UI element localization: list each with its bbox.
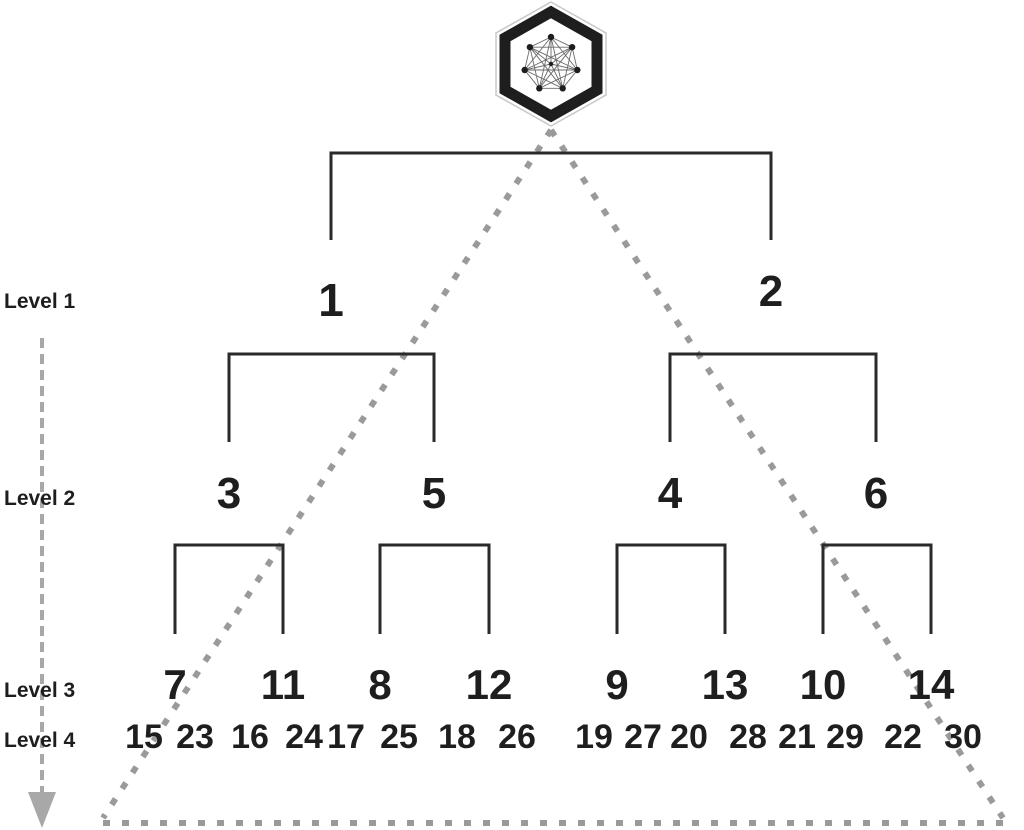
level-label-1: Level 1 (4, 290, 76, 313)
node-label: 29 (826, 718, 864, 756)
bracket-node-1 (227, 352, 436, 442)
logo-network-edge (571, 47, 578, 71)
bracket-node-5 (378, 543, 491, 634)
tree-brackets (173, 151, 933, 634)
level-2-nodes: 3 5 4 6 (217, 469, 888, 518)
node-label: 21 (778, 718, 816, 756)
logo-network-edge (550, 36, 564, 89)
dotted-triangle (100, 128, 1010, 826)
logo-network-node (547, 33, 555, 41)
node-label: 9 (605, 661, 628, 708)
level-4-nodes: 15 23 16 24 17 25 18 26 19 27 20 28 21 2… (125, 718, 982, 756)
logo-network-edge (524, 63, 552, 71)
logo-network-edge (529, 46, 578, 71)
bracket-node-6 (821, 543, 933, 634)
level-label-3: Level 3 (4, 679, 75, 702)
node-label: 2 (759, 267, 783, 316)
logo-network-edge (529, 36, 552, 48)
logo-network-node (548, 61, 554, 67)
logo-network-node (568, 43, 576, 51)
logo-network-edge (524, 46, 573, 71)
bracket-node-4 (615, 543, 727, 634)
node-label: 4 (658, 469, 683, 518)
bracket-node-2 (668, 352, 878, 442)
logo-network-edge (550, 36, 573, 48)
logo-network-edge (538, 46, 573, 89)
node-label: 8 (368, 661, 391, 708)
node-label: 5 (422, 469, 446, 518)
node-label: 1 (318, 274, 344, 326)
node-label: 12 (466, 661, 513, 708)
node-label: 17 (327, 718, 365, 756)
logo-network-edge (529, 46, 564, 89)
node-label: 30 (944, 718, 982, 756)
node-label: 15 (125, 718, 163, 756)
logo-network-node (526, 43, 534, 51)
node-label: 10 (800, 661, 847, 708)
node-label: 18 (438, 718, 476, 756)
node-label: 3 (217, 469, 241, 518)
bracket-root (329, 151, 773, 240)
logo-network-edge (524, 69, 540, 89)
node-label: 25 (380, 718, 418, 756)
logo-network-node (559, 85, 566, 92)
logo-network-node (574, 66, 581, 74)
logo-network-edge (550, 63, 578, 71)
level-arrow-head (28, 792, 56, 828)
level-1-nodes: 1 2 (318, 267, 783, 326)
logo-network-edge (524, 47, 531, 71)
bracket-node-3 (173, 543, 285, 634)
node-label: 26 (498, 718, 536, 756)
hexagon-network-icon (495, 1, 607, 127)
node-label: 23 (176, 718, 214, 756)
node-label: 6 (864, 469, 888, 518)
node-label: 22 (884, 718, 922, 756)
logo-network-node (536, 85, 543, 92)
level-arrow (28, 338, 56, 828)
node-label: 28 (729, 718, 767, 756)
node-label: 14 (908, 661, 955, 708)
logo-network-edge (562, 69, 578, 89)
logo-network-edge (538, 63, 552, 89)
node-label: 19 (575, 718, 613, 756)
level-label-2: Level 2 (4, 487, 75, 510)
node-label: 20 (670, 718, 708, 756)
level-label-4: Level 4 (4, 729, 76, 752)
node-label: 13 (702, 661, 749, 708)
node-label: 11 (261, 661, 305, 708)
node-label: 24 (285, 718, 323, 756)
logo-network-node (521, 66, 528, 74)
node-label: 7 (163, 661, 186, 708)
node-label: 27 (624, 718, 662, 756)
level-3-nodes: 7 11 8 12 9 13 10 14 (163, 661, 955, 708)
logo-network-edge (550, 63, 564, 89)
level-labels: Level 1 Level 2 Level 3 Level 4 (4, 290, 76, 752)
triangle-right-edge (548, 128, 1006, 820)
triangle-left-edge (100, 128, 554, 820)
logo-network-edge (529, 46, 552, 65)
logo-network-edge (550, 46, 573, 65)
logo-network-edge (538, 36, 552, 89)
node-label: 16 (231, 718, 269, 756)
